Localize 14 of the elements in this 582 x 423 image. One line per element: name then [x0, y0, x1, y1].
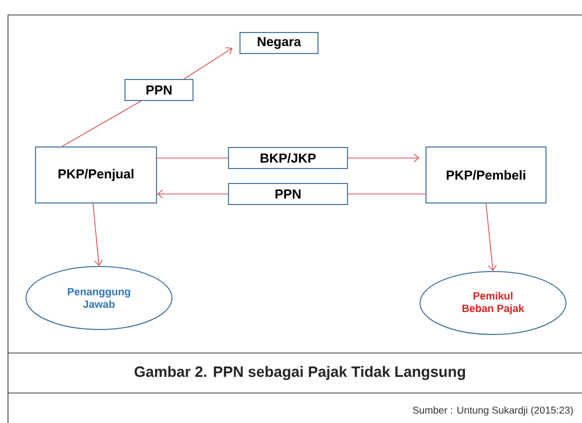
label-box: BKP/JKP [228, 147, 348, 169]
arrow [157, 190, 228, 198]
label-box: PPN [228, 183, 348, 205]
process-box: Negara [240, 32, 318, 54]
process-box: PKP/Penjual [35, 146, 157, 204]
arrow [348, 154, 420, 162]
process-box: PKP/Pembeli [426, 146, 546, 204]
source-note: Sumber : Untung Sukardji (2015:23) [412, 406, 573, 416]
connector-line [62, 100, 142, 147]
caption: Gambar 2. PPN sebagai Pajak Tidak Langsung [134, 366, 465, 380]
arrow [92, 203, 103, 266]
label-box: PPN [124, 79, 194, 101]
arrow [184, 47, 232, 80]
arrow [486, 203, 497, 271]
